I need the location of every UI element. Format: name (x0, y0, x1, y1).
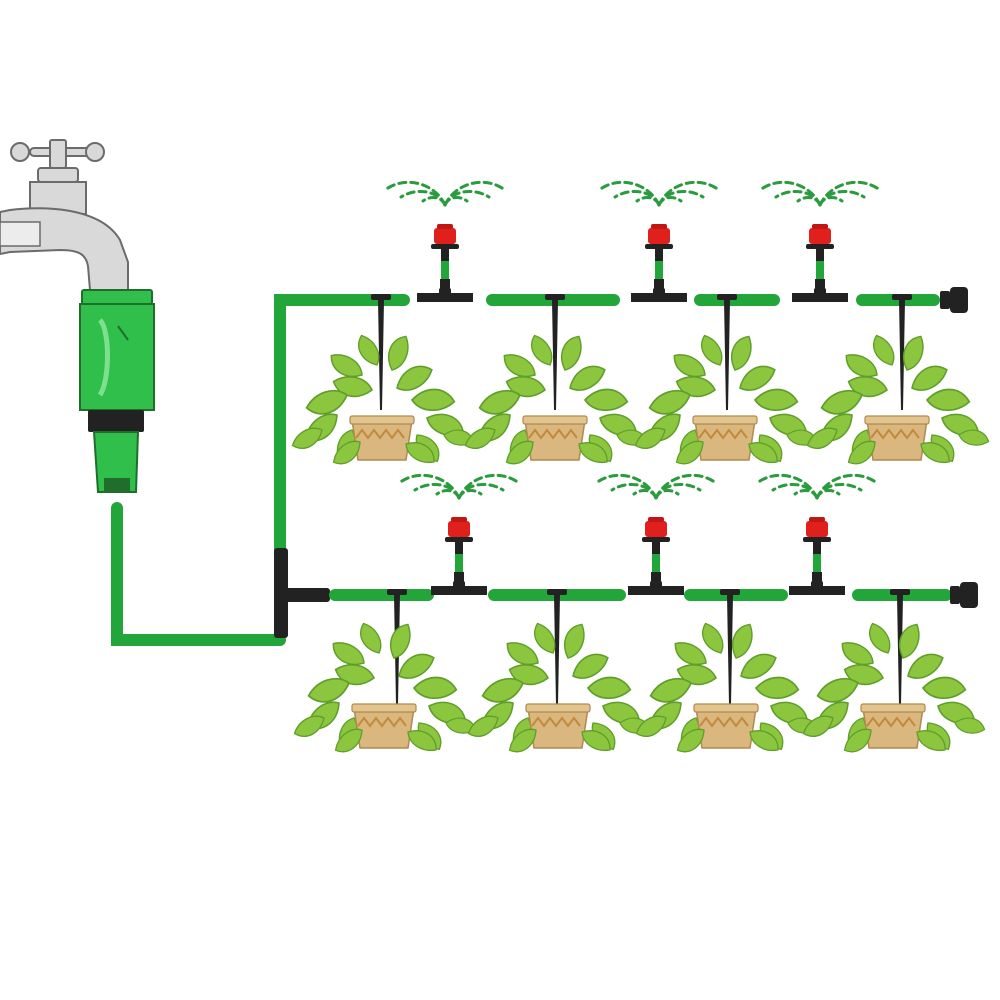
end-plug-icon (950, 582, 978, 608)
water-spray-icon (383, 180, 882, 207)
hose-connector-icon (79, 289, 155, 493)
potted-plant-icon (289, 332, 991, 469)
adjustable-emitter-icon (431, 517, 845, 595)
main-feed-tube (111, 294, 406, 646)
end-plug-icon (940, 287, 968, 313)
faucet-icon (0, 139, 129, 291)
water-spray-icon (397, 473, 879, 500)
stake-dripper-icon (371, 294, 912, 410)
tee-connector-icon (274, 548, 330, 638)
adjustable-emitter-icon (417, 224, 848, 302)
upper-drip-line (289, 180, 991, 469)
lower-drip-line (291, 473, 987, 757)
potted-plant-icon (291, 620, 987, 757)
